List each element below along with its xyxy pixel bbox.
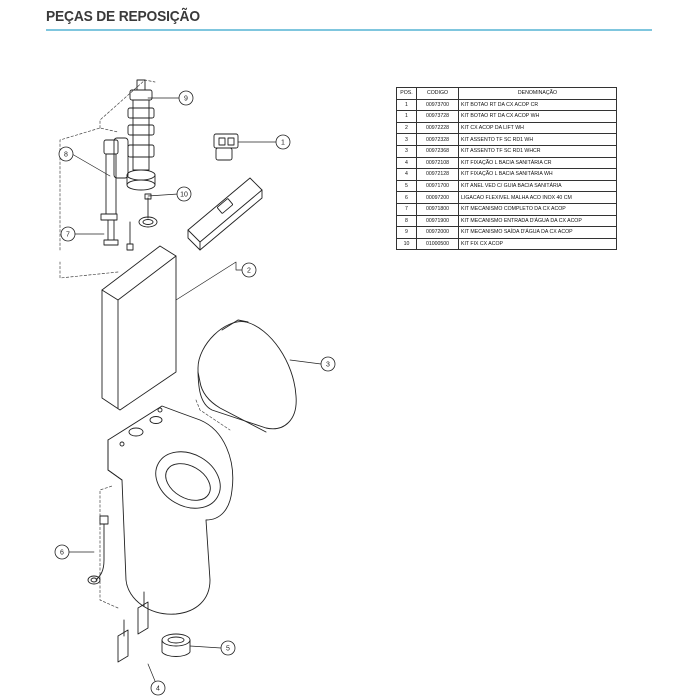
title-underline [46,29,652,31]
row-description: KIT CX ACOP DA LIFT WH [458,121,617,135]
toilet-bowl-part [107,405,234,615]
header-pos: POS. [396,87,417,100]
row-description: KIT ASSENTO TF SC RD1 WH [458,133,617,146]
row-pos: 3 [396,133,417,146]
row-code: 00097200 [416,191,459,204]
row-code: 00972368 [416,144,459,158]
header-code: CODIGO [416,87,459,100]
row-code: 00972128 [416,168,459,181]
svg-text:9: 9 [184,96,188,103]
svg-text:7: 7 [66,232,70,239]
flush-button-part [213,133,239,161]
row-description: KIT FIXAÇÃO L BACIA SANITÁRIA CR [458,156,617,170]
row-description: KIT ANEL VED C/ GUIA BACIA SANITÁRIA [458,179,617,193]
svg-text:2: 2 [247,268,251,275]
callout-2: 2 [241,262,257,278]
row-description: KIT BOTAO RT DA CX ACOP WH [458,110,617,123]
row-pos: 6 [396,191,417,204]
svg-text:4: 4 [156,686,160,693]
tank-fixing-kit-part [126,193,158,251]
row-description: KIT FIX CX ACOP [458,237,617,251]
row-code: 00972228 [416,121,459,135]
row-code: 00972328 [416,133,459,146]
row-code: 00973700 [416,98,459,112]
row-description: KIT ASSENTO TF SC RD1 WHCR [458,144,617,158]
flexible-hose-part [87,515,109,585]
row-pos: 9 [396,226,417,239]
callout-1: 1 [275,134,291,150]
row-pos: 3 [396,144,417,158]
callout-bubbles: 1 2 3 4 5 6 7 [54,90,336,696]
flush-valve-part [126,79,156,191]
row-pos: 4 [396,156,417,170]
row-description: KIT MECANISMO COMPLETO DA CX ACOP [458,202,617,216]
row-code: 00972108 [416,156,459,170]
row-pos: 8 [396,214,417,228]
tank-lid-part [187,177,263,251]
row-pos: 7 [396,202,417,216]
mechanism-group-frame [59,79,156,279]
row-code: 00971700 [416,179,459,193]
row-code: 00971800 [416,202,459,216]
callout-10: 10 [176,186,192,202]
row-description: KIT MECANISMO SAÍDA D'ÁGUA DA CX ACOP [458,226,617,239]
row-description: KIT FIXAÇÃO L BACIA SANITÁRIA WH [458,168,617,181]
svg-text:1: 1 [281,140,285,147]
callout-5: 5 [220,640,236,656]
cistern-tank-part [101,245,177,411]
toilet-seat-part [197,319,297,433]
row-pos: 4 [396,168,417,181]
row-pos: 2 [396,121,417,135]
row-description: LIGACAO FLEXIVEL MALHA ACO INOX 40 CM [458,191,617,204]
svg-text:6: 6 [60,550,64,557]
parts-table-header: POS. CODIGO DENOMINAÇÃO [396,87,617,100]
row-pos: 1 [396,110,417,123]
row-pos: 5 [396,179,417,193]
row-pos: 1 [396,98,417,112]
callout-8: 8 [58,146,74,162]
header-description: DENOMINAÇÃO [458,87,617,100]
svg-text:10: 10 [180,192,188,199]
row-code: 01000500 [416,237,459,251]
svg-text:5: 5 [226,646,230,653]
callout-3: 3 [320,356,336,372]
callout-6: 6 [54,544,70,560]
fill-valve-part [100,137,129,246]
sealing-ring-part [161,633,191,657]
bowl-group-frame [99,399,231,609]
callout-4: 4 [150,680,166,696]
row-code: 00972000 [416,226,459,239]
row-description: KIT MECANISMO ENTRADA D'ÁGUA DA CX ACOP [458,214,617,228]
row-code: 00971900 [416,214,459,228]
row-code: 00973728 [416,110,459,123]
svg-text:8: 8 [64,152,68,159]
svg-text:3: 3 [326,362,330,369]
row-description: KIT BOTAO RT DA CX ACOP CR [458,98,617,112]
floor-fixing-kit-part [117,591,149,663]
callout-9: 9 [178,90,194,106]
leader-lines [65,97,322,682]
page-title: PEÇAS DE REPOSIÇÃO [46,8,200,25]
row-pos: 10 [396,237,417,251]
callout-7: 7 [60,226,76,242]
